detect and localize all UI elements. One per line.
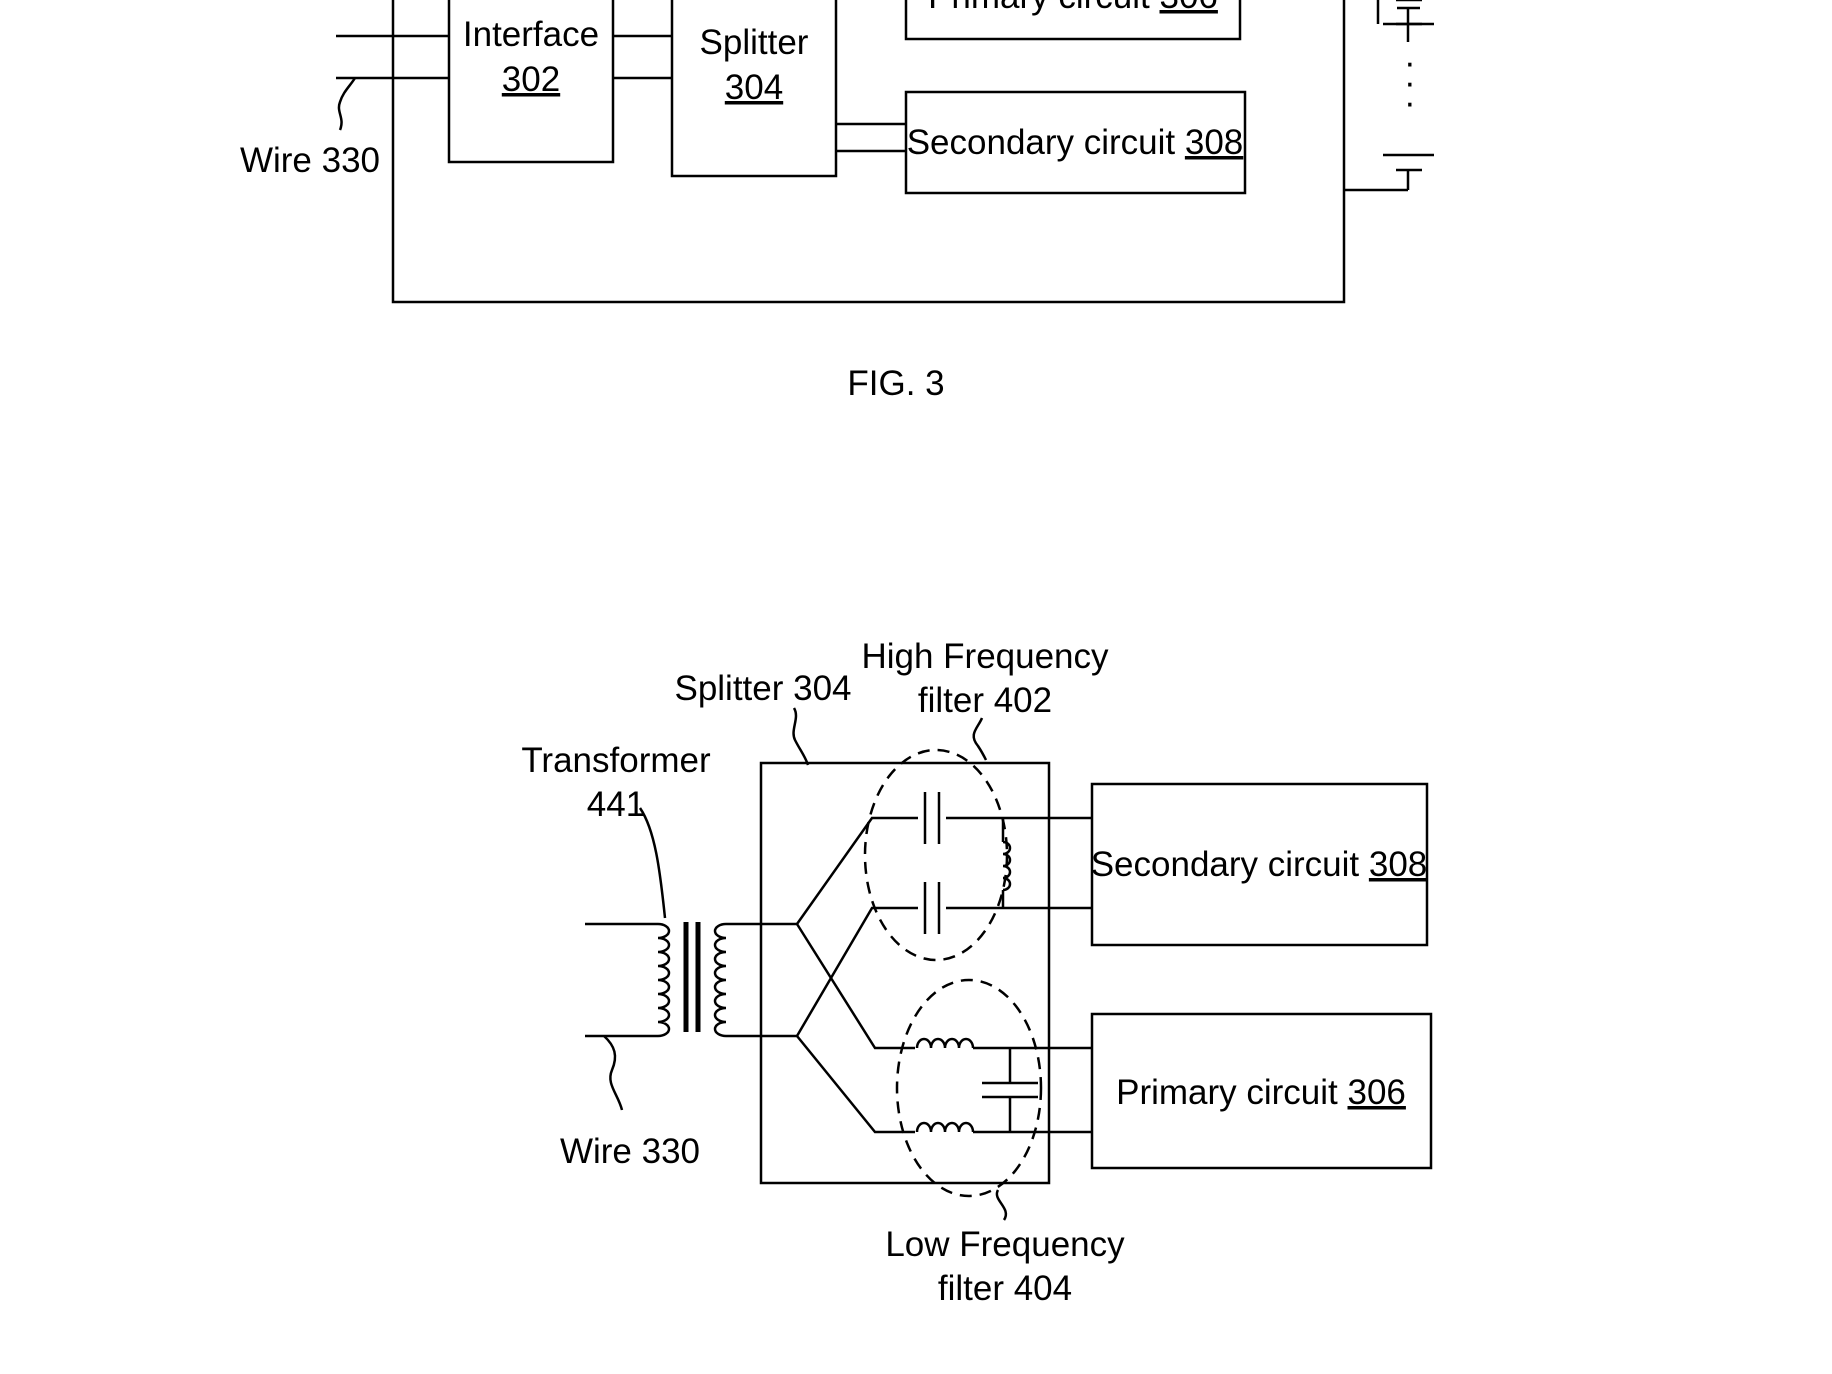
lf-inductor-bottom	[915, 1121, 975, 1133]
fig3-caption: FIG. 3	[847, 364, 944, 403]
fig3-battery-lead-bottom	[1344, 170, 1410, 192]
splitter-304-box	[670, 0, 838, 178]
hf-filter-label-line2: filter 402	[918, 681, 1052, 720]
splitter-label: Splitter	[700, 23, 809, 62]
fig3-primary-label-partial: Primary circuit 306	[928, 0, 1218, 16]
fig3-ellipsis-1: ·	[1404, 43, 1416, 82]
fig3-ellipsis-2: ·	[1404, 63, 1416, 102]
interface-label: Interface	[463, 15, 599, 54]
lf-filter-404-ellipse	[895, 978, 1043, 1198]
lf-filter-label-line1: Low Frequency	[885, 1225, 1125, 1264]
hf-cap2-gap	[918, 880, 946, 936]
fig4-primary-circuit-306-box	[1090, 1012, 1433, 1170]
hf-filter-label-line1: High Frequency	[861, 637, 1109, 676]
transformer-primary-coil	[657, 922, 671, 1038]
hf-filter-leader	[972, 717, 988, 761]
fig3-wire-label: Wire 330	[240, 141, 380, 180]
transformer-label-line2: 441	[587, 785, 645, 824]
fig3-outer-box	[391, 0, 1346, 304]
transformer-label-line1: Transformer	[521, 741, 711, 780]
fig4-splitter-304-box	[759, 761, 1051, 1185]
split-line-lf-top	[795, 923, 1092, 1050]
fig4-splitter-leader	[792, 707, 810, 766]
splitter-number: 304	[725, 68, 783, 107]
transformer-leader	[638, 807, 667, 919]
fig4-primary-label: Primary circuit 306	[1116, 1073, 1406, 1112]
fig3-battery-top	[1376, 0, 1422, 26]
fig4-secondary-circuit-308-box	[1090, 782, 1429, 947]
wire-330-leader	[337, 77, 357, 131]
split-line-hf-top	[795, 816, 1092, 925]
split-line-hf-bottom	[795, 906, 1092, 1037]
fig4-wire-label: Wire 330	[560, 1132, 700, 1171]
fig3-ellipsis-3: ·	[1404, 83, 1416, 122]
fig3-diagram: Interface 302 Wire 330 Splitter 304 Prim…	[240, 0, 1434, 403]
split-line-lf-bottom	[796, 1035, 1092, 1134]
transformer-secondary-coil	[713, 922, 727, 1038]
fig4-wire-leader	[603, 1035, 624, 1111]
fig4-splitter-label: Splitter 304	[674, 669, 851, 708]
lf-filter-leader	[995, 1189, 1008, 1221]
lf-inductor-top	[915, 1037, 975, 1049]
fig4-diagram: Splitter 304 High Frequency filter 402 T…	[521, 637, 1433, 1308]
lf-filter-label-line2: filter 404	[938, 1269, 1072, 1308]
fig3-secondary-label: Secondary circuit 308	[907, 123, 1244, 162]
hf-filter-402-ellipse	[863, 748, 1009, 962]
secondary-circuit-308-box	[904, 90, 1247, 195]
interface-302-box	[447, 0, 615, 164]
fig4-secondary-label: Secondary circuit 308	[1091, 845, 1428, 884]
interface-number: 302	[502, 60, 560, 99]
hf-shunt-inductor	[1002, 840, 1012, 892]
primary-circuit-306-box	[904, 0, 1242, 41]
hf-cap1-gap	[918, 790, 946, 846]
